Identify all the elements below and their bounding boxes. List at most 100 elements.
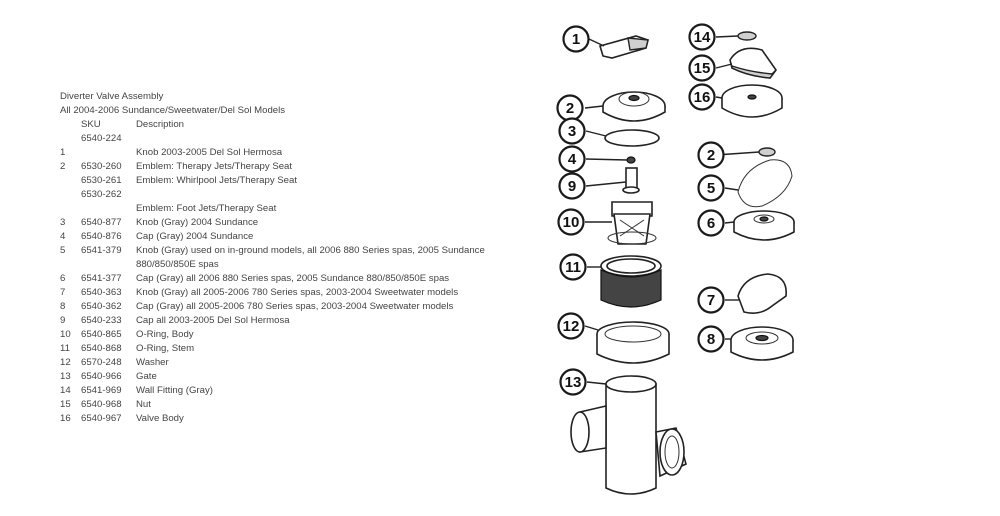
description: Washer — [136, 357, 169, 368]
sku: 6540-233 — [81, 315, 122, 326]
part-1-knob — [598, 35, 649, 59]
part-3-knob — [729, 47, 777, 79]
sku-column-header: SKU — [81, 119, 101, 130]
callout-12: 12 — [557, 312, 585, 340]
part-number: 9 — [60, 315, 66, 326]
sku: 6540-877 — [81, 217, 122, 228]
callout-number: 8 — [707, 331, 715, 348]
callout-number: 13 — [565, 374, 582, 391]
table-row: 16 6540-967 Valve Body — [60, 412, 550, 426]
part-16-valve-body — [570, 375, 687, 495]
part-number: 1 — [60, 147, 66, 158]
sku: 6570-248 — [81, 357, 122, 368]
callout-number: 11 — [565, 259, 581, 276]
part-number: 10 — [60, 329, 71, 340]
description: O-Ring, Stem — [136, 343, 195, 354]
part-2-emblem — [737, 31, 757, 41]
callout-number: 7 — [707, 292, 715, 309]
description: Valve Body — [136, 413, 184, 424]
parts-table: Diverter Valve Assembly All 2004-2006 Su… — [60, 90, 550, 426]
callout-6: 6 — [697, 209, 725, 237]
callout-number: 4 — [568, 151, 577, 168]
callout-14: 14 — [688, 23, 716, 51]
callout-number: 16 — [694, 89, 711, 106]
description: Emblem: Foot Jets/Therapy Seat — [136, 203, 277, 214]
description: Wall Fitting (Gray) — [136, 385, 213, 396]
callout-number: 12 — [563, 318, 580, 335]
part-6-cap — [733, 210, 795, 241]
callout-number: 6 — [707, 215, 715, 232]
part-13-gate — [607, 201, 657, 245]
table-header: SKU Description — [60, 118, 550, 132]
part-number: 13 — [60, 371, 71, 382]
part-number: 15 — [60, 399, 71, 410]
part-number: 16 — [60, 413, 71, 424]
table-subtitle: All 2004-2006 Sundance/Sweetwater/Del So… — [60, 105, 286, 116]
description-column-header: Description — [136, 119, 184, 130]
part-number: 7 — [60, 287, 66, 298]
table-row: 6 6541-377 Cap (Gray) all 2006 880 Series … — [60, 272, 550, 286]
callout-15: 15 — [688, 54, 716, 82]
sku: 6540-966 — [81, 371, 122, 382]
description: Cap (Gray) 2004 Sundance — [136, 231, 254, 242]
callout-number: 1 — [572, 31, 580, 48]
callout-3: 3 — [558, 117, 586, 145]
callout-2: 2 — [556, 94, 584, 122]
callout-number: 5 — [707, 180, 715, 197]
description: Knob 2003-2005 Del Sol Hermosa — [136, 147, 283, 158]
sku: 6541-379 — [81, 245, 122, 256]
sku: 6530-261 — [81, 175, 122, 186]
sku: 6540-224 — [81, 133, 122, 144]
callout-5: 5 — [697, 174, 725, 202]
part-11-o-ring-stem — [626, 156, 636, 164]
sku: 6540-868 — [81, 343, 122, 354]
callout-number: 3 — [568, 123, 576, 140]
table-title: Diverter Valve Assembly — [60, 91, 164, 102]
sku: 6540-968 — [81, 399, 122, 410]
callout-1: 1 — [562, 25, 590, 53]
sku: 6541-969 — [81, 385, 122, 396]
callout-number: 10 — [563, 214, 580, 231]
sku: 6530-262 — [81, 189, 122, 200]
sku: 6540-967 — [81, 413, 122, 424]
description: Emblem: Therapy Jets/Therapy Seat — [136, 161, 293, 172]
callout-11: 11 — [559, 253, 587, 281]
part-4-cap — [721, 84, 783, 118]
callout-number: 15 — [694, 60, 711, 77]
description: Cap (Gray) all 2006 880 Series spas, 200… — [136, 273, 450, 284]
part-2-emblem-second — [758, 147, 776, 157]
callout-number: 2 — [566, 100, 574, 117]
description: Knob (Gray) all 2005-2006 780 Series spa… — [136, 287, 459, 298]
callout-10: 10 — [557, 208, 585, 236]
sku: 6540-865 — [81, 329, 122, 340]
part-number: 3 — [60, 217, 66, 228]
sku: 6541-377 — [81, 273, 122, 284]
part-12-washer — [622, 167, 640, 194]
description: Cap (Gray) all 2005-2006 780 Series spas… — [136, 301, 454, 312]
part-14-wall-fitting — [600, 255, 662, 308]
part-number: 12 — [60, 357, 71, 368]
part-9-cap — [602, 91, 666, 122]
part-number: 2 — [60, 161, 66, 172]
sku: 6540-876 — [81, 231, 122, 242]
part-8-cap — [730, 326, 794, 361]
sku: 6540-363 — [81, 287, 122, 298]
callout-4: 4 — [558, 145, 586, 173]
callout-7: 7 — [697, 286, 725, 314]
part-number: 6 — [60, 273, 66, 284]
